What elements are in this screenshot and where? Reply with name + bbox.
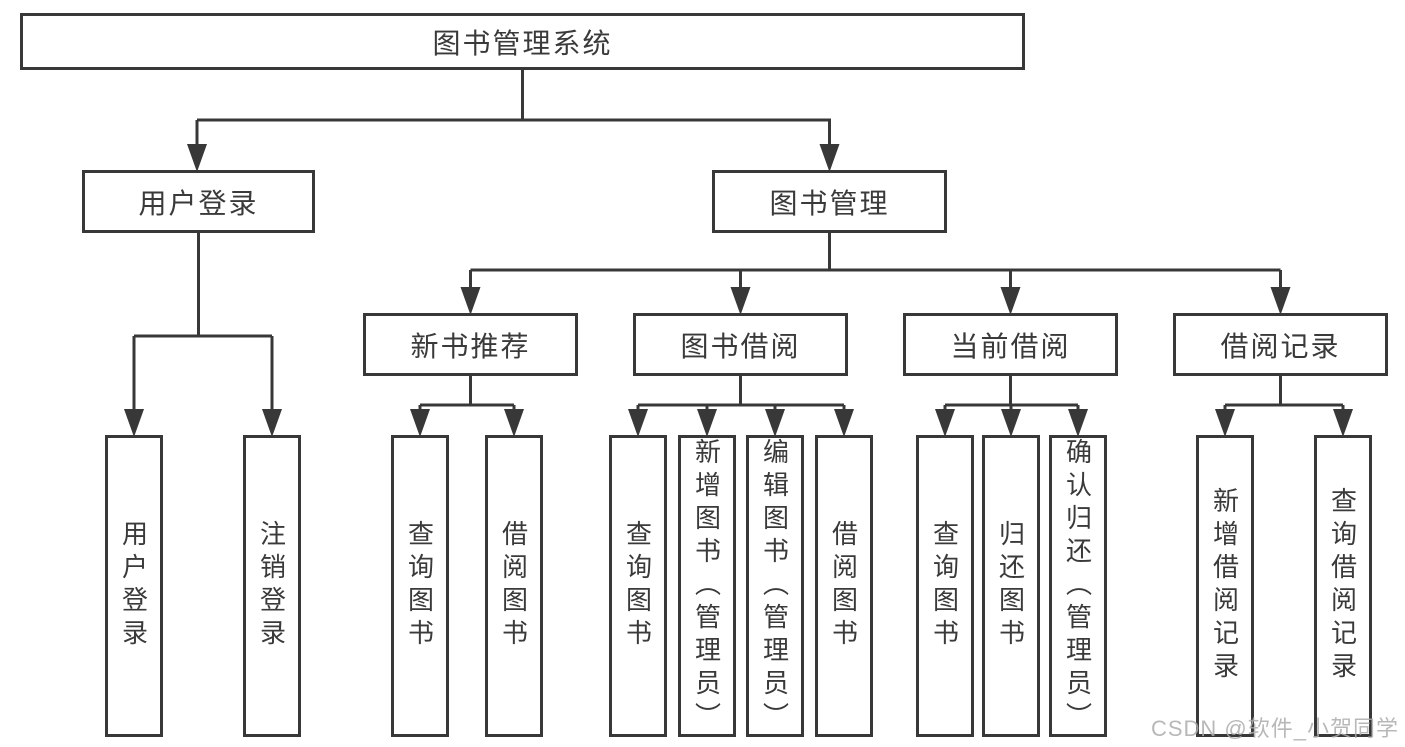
node-borrowing-records-label: 借阅记录 <box>1220 330 1341 362</box>
connectors-user-login-to-leaves <box>124 233 282 437</box>
node-book-borrowing-label: 图书借阅 <box>680 330 801 362</box>
leaf-records-add-borrow-record-label: 新增借阅记录 <box>1209 487 1240 685</box>
leaf-current-return-books: 归还图书 <box>982 435 1040 737</box>
leaf-logout-label: 注销登录 <box>256 520 287 652</box>
leaf-recommend-query-books-label: 查询图书 <box>404 520 435 652</box>
node-current-borrowing: 当前借阅 <box>903 313 1118 376</box>
connectors-borrowing-records-to-leaves <box>1215 376 1353 437</box>
leaf-borrow-borrow-books: 借阅图书 <box>815 435 873 737</box>
leaf-records-query-borrow-record: 查询借阅记录 <box>1314 435 1372 737</box>
node-current-borrowing-label: 当前借阅 <box>950 330 1071 362</box>
leaf-borrow-add-books-admin-label: 新增图书（管理员） <box>691 438 722 735</box>
leaf-borrow-query-books: 查询图书 <box>609 435 667 737</box>
leaf-borrow-edit-books-admin-label: 编辑图书（管理员） <box>759 438 790 735</box>
leaf-records-query-borrow-record-label: 查询借阅记录 <box>1327 487 1358 685</box>
leaf-current-confirm-return-admin: 确认归还（管理员） <box>1049 435 1107 737</box>
leaf-records-add-borrow-record: 新增借阅记录 <box>1196 435 1254 737</box>
node-root-label: 图书管理系统 <box>432 27 613 59</box>
leaf-borrow-add-books-admin: 新增图书（管理员） <box>678 435 736 737</box>
leaf-borrow-borrow-books-label: 借阅图书 <box>828 520 859 652</box>
connectors-book-borrowing-to-leaves <box>628 376 854 437</box>
leaf-borrow-query-books-label: 查询图书 <box>622 520 653 652</box>
connectors-root-to-level2 <box>187 70 840 172</box>
leaf-user-login-label: 用户登录 <box>118 520 149 652</box>
connectors-current-borrowing-to-leaves <box>935 376 1088 437</box>
node-borrowing-records: 借阅记录 <box>1173 313 1388 376</box>
node-root: 图书管理系统 <box>20 13 1025 70</box>
node-new-book-recommend: 新书推荐 <box>363 313 578 376</box>
node-book-management-label: 图书管理 <box>769 187 890 219</box>
leaf-recommend-borrow-books: 借阅图书 <box>485 435 543 737</box>
leaf-user-login: 用户登录 <box>105 435 163 737</box>
node-book-borrowing: 图书借阅 <box>633 313 848 376</box>
node-user-login-branch-label: 用户登录 <box>138 187 259 219</box>
leaf-logout: 注销登录 <box>243 435 301 737</box>
connectors-new-book-recommend-to-leaves <box>410 376 524 437</box>
node-new-book-recommend-label: 新书推荐 <box>410 330 531 362</box>
leaf-recommend-query-books: 查询图书 <box>391 435 449 737</box>
node-user-login-branch: 用户登录 <box>82 170 315 233</box>
node-book-management: 图书管理 <box>712 170 947 233</box>
leaf-current-confirm-return-admin-label: 确认归还（管理员） <box>1062 438 1093 735</box>
leaf-current-return-books-label: 归还图书 <box>995 520 1026 652</box>
csdn-watermark: CSDN @软件_小贺同学 <box>1150 716 1399 741</box>
leaf-current-query-books: 查询图书 <box>916 435 974 737</box>
leaf-recommend-borrow-books-label: 借阅图书 <box>498 520 529 652</box>
connectors-book-management-to-level3 <box>460 233 1291 315</box>
leaf-current-query-books-label: 查询图书 <box>929 520 960 652</box>
leaf-borrow-edit-books-admin: 编辑图书（管理员） <box>746 435 804 737</box>
